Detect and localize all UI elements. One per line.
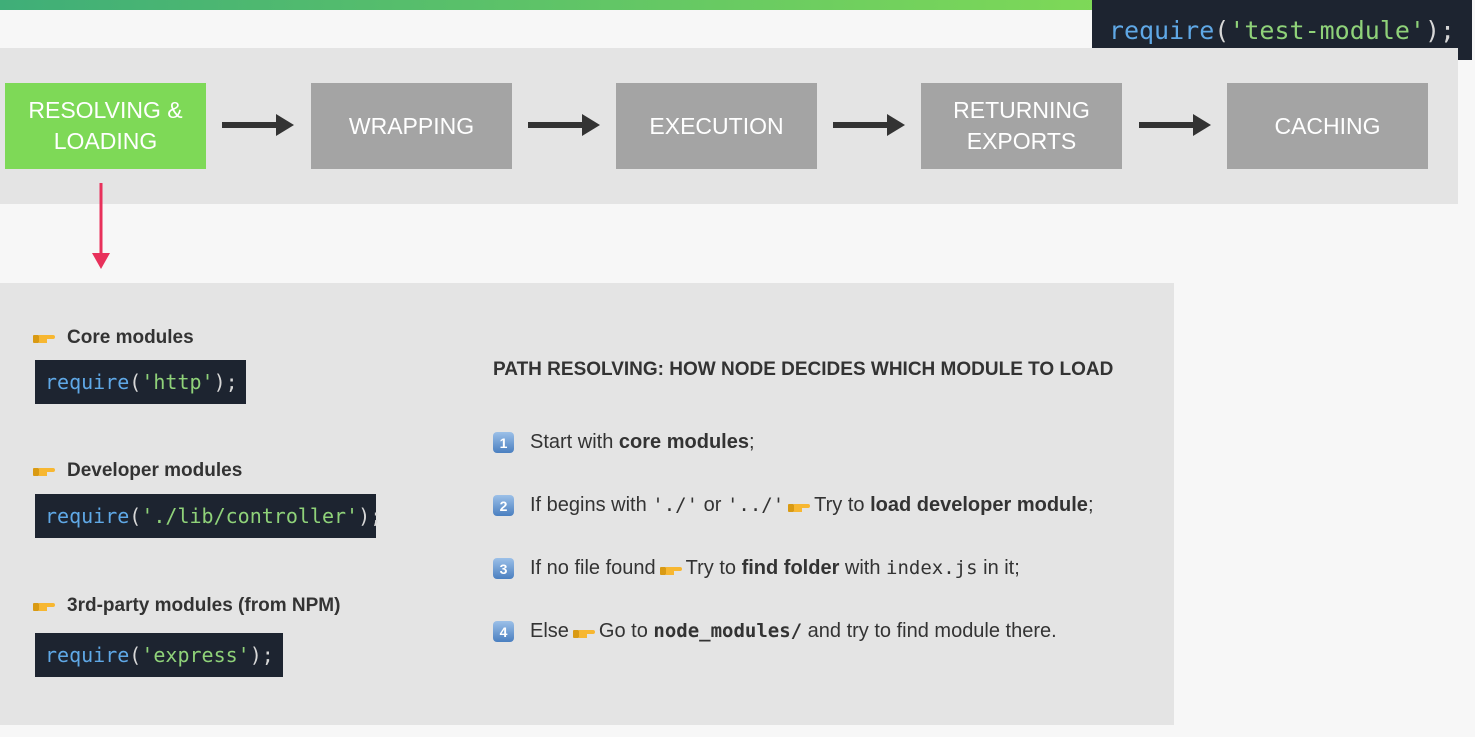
step-execution: EXECUTION [616,83,817,169]
pointing-hand-icon [572,629,595,638]
step-caching: CACHING [1227,83,1428,169]
number-badge: 3 [493,558,514,579]
pointing-hand-icon [33,603,55,611]
pointing-hand-icon [33,335,55,343]
code-text: require('./lib/controller'); [45,504,383,528]
step-returning-exports: RETURNING EXPORTS [921,83,1122,169]
third-party-modules-label: 3rd-party modules (from NPM) [67,595,341,616]
pointing-hand-icon [33,468,55,476]
rule-item-2: 2 If begins with './' or '../'Try to loa… [493,494,1094,517]
top-accent-bar [0,0,1100,10]
core-modules-label: Core modules [67,327,194,348]
down-arrow-icon [92,183,110,269]
code-text: require('http'); [45,370,238,394]
number-badge: 2 [493,495,514,516]
step-wrapping: WRAPPING [311,83,512,169]
right-arrow-icon [528,114,600,136]
path-resolving-title: PATH RESOLVING: HOW NODE DECIDES WHICH M… [493,359,1114,380]
rule-text: Start with core modules; [530,431,755,453]
third-party-modules-code: require('express'); [35,633,283,677]
right-arrow-icon [1139,114,1211,136]
rule-item-1: 1 Start with core modules; [493,431,755,454]
number-badge: 4 [493,621,514,642]
pointing-hand-icon [659,566,682,575]
step-resolving-loading: RESOLVING & LOADING [5,83,206,169]
developer-modules-code: require('./lib/controller'); [35,494,382,538]
right-arrow-icon [833,114,905,136]
rule-text: If begins with './' or '../'Try to load … [530,494,1094,516]
module-steps-band: RESOLVING & LOADING WRAPPING EXECUTION R… [0,48,1458,204]
code-text: require('express'); [45,643,274,667]
code-text: require('test-module'); [1108,15,1456,45]
core-modules-code: require('http'); [35,360,246,404]
developer-modules-label: Developer modules [67,460,243,481]
number-badge: 1 [493,432,514,453]
pointing-hand-icon [788,503,811,512]
right-arrow-icon [222,114,294,136]
